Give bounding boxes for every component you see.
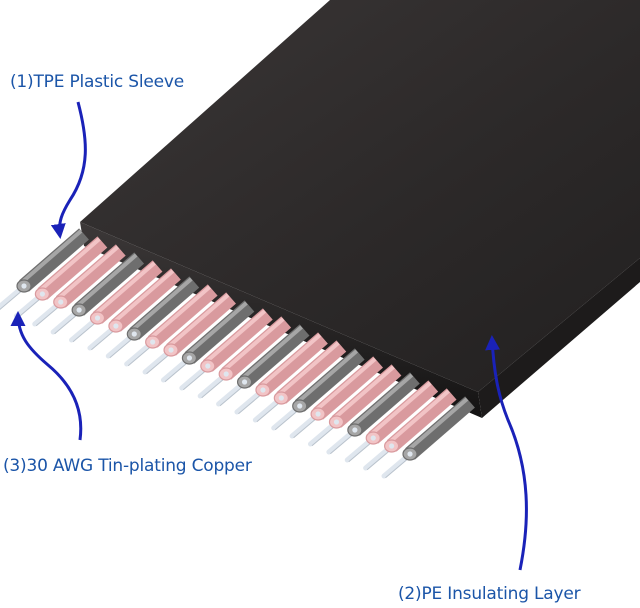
wire-gray xyxy=(216,324,310,407)
sleeve-highlight xyxy=(387,389,450,445)
wire-sleeve xyxy=(386,388,457,452)
wire-pink xyxy=(197,316,292,399)
wire-pink xyxy=(234,332,328,415)
wire-sleeve xyxy=(349,372,420,436)
wire-gray xyxy=(0,228,89,311)
tpe-arrow xyxy=(50,101,87,239)
sleeve-highlight xyxy=(166,293,230,349)
wire-sleeve xyxy=(368,380,439,444)
sleeve-highlight xyxy=(240,325,303,381)
copper-core-end xyxy=(150,339,156,345)
copper-core-end xyxy=(297,403,303,409)
sleeve-highlight xyxy=(38,237,101,293)
wire-pink xyxy=(289,356,384,439)
sleeve-highlight xyxy=(111,269,175,325)
copper-core-end xyxy=(370,435,376,441)
copper-core-end xyxy=(407,451,413,457)
awg-arrow xyxy=(10,311,83,441)
copper-core-end xyxy=(333,419,340,425)
sleeve-highlight xyxy=(350,373,414,429)
sleeve-highlight xyxy=(332,365,395,421)
wire-pink xyxy=(307,364,402,447)
wire-pink xyxy=(179,308,273,391)
sleeve-highlight xyxy=(19,229,83,285)
pe-arrow xyxy=(485,335,528,571)
tin-plating-copper-label: (3)30 AWG Tin-plating Copper xyxy=(3,456,252,476)
wire-pink xyxy=(142,292,236,375)
wire-pink xyxy=(32,244,126,327)
wire-sleeve xyxy=(37,236,108,300)
copper-core-end xyxy=(21,283,27,289)
sleeve-highlight xyxy=(148,285,211,341)
wire-sleeve xyxy=(331,364,402,428)
sleeve-highlight xyxy=(277,341,340,397)
sleeve-highlight xyxy=(295,349,359,405)
wire-sleeve xyxy=(276,340,347,404)
wire-sleeve xyxy=(313,356,384,420)
wire-sleeve xyxy=(202,308,273,372)
wire-sleeve xyxy=(294,348,365,412)
wire-sleeve xyxy=(239,324,310,388)
wire-sleeve xyxy=(166,292,236,356)
wire-sleeve xyxy=(110,268,181,332)
pe-insulating-layer-label: (2)PE Insulating Layer xyxy=(398,584,581,604)
wire-sleeve xyxy=(147,284,218,348)
wire-sleeve xyxy=(405,396,475,460)
copper-core-end xyxy=(241,379,248,385)
sleeve-highlight xyxy=(368,381,432,437)
sleeve-highlight xyxy=(221,317,285,373)
copper-core-end xyxy=(186,355,193,361)
copper-core-end xyxy=(278,395,284,401)
wire-gray xyxy=(326,372,420,455)
copper-core-end xyxy=(315,411,321,417)
wire-pink xyxy=(69,260,163,343)
wire-gray xyxy=(160,300,255,383)
copper-core-end xyxy=(131,331,137,337)
wire-pink xyxy=(87,268,181,351)
wire-gray xyxy=(50,252,145,335)
jacket-side-edge xyxy=(478,258,640,418)
jacket-top-face xyxy=(80,0,640,392)
wire-sleeve xyxy=(92,260,163,324)
wire-gray xyxy=(381,396,475,479)
tpe-plastic-sleeve-label: (1)TPE Plastic Sleeve xyxy=(10,72,185,92)
sleeve-highlight xyxy=(56,245,120,301)
sleeve-highlight xyxy=(203,309,267,365)
wire-pink xyxy=(124,284,218,367)
copper-core-end xyxy=(113,323,119,329)
copper-core-end xyxy=(389,443,395,449)
wire-sleeve xyxy=(129,276,200,340)
wire-gray xyxy=(105,276,200,359)
sleeve-highlight xyxy=(185,301,248,357)
wire-sleeve xyxy=(55,244,126,308)
sleeve-highlight xyxy=(258,333,322,389)
wire-pink xyxy=(344,380,439,463)
wire-sleeve xyxy=(258,332,328,396)
copper-core-end xyxy=(352,427,358,433)
wire-pink xyxy=(363,388,457,471)
wire-sleeve xyxy=(19,228,89,292)
sleeve-highlight xyxy=(74,253,138,309)
wire-sleeve xyxy=(184,300,255,364)
copper-core-end xyxy=(39,291,45,297)
copper-core-end xyxy=(76,307,82,313)
sleeve-highlight xyxy=(313,357,377,413)
sleeve-highlight xyxy=(93,261,156,317)
sleeve-highlight xyxy=(405,397,469,453)
copper-core-end xyxy=(94,315,101,321)
copper-core-end xyxy=(168,347,174,353)
copper-core-end xyxy=(205,363,211,369)
wire-gray xyxy=(271,348,365,431)
copper-core-end xyxy=(260,387,266,393)
copper-core-end xyxy=(223,371,229,377)
wire-sleeve xyxy=(74,252,145,316)
sleeve-highlight xyxy=(129,277,193,333)
wire-sleeve xyxy=(221,316,292,380)
wire-array xyxy=(0,228,475,479)
wire-pink xyxy=(252,340,347,423)
copper-core-end xyxy=(58,299,64,305)
